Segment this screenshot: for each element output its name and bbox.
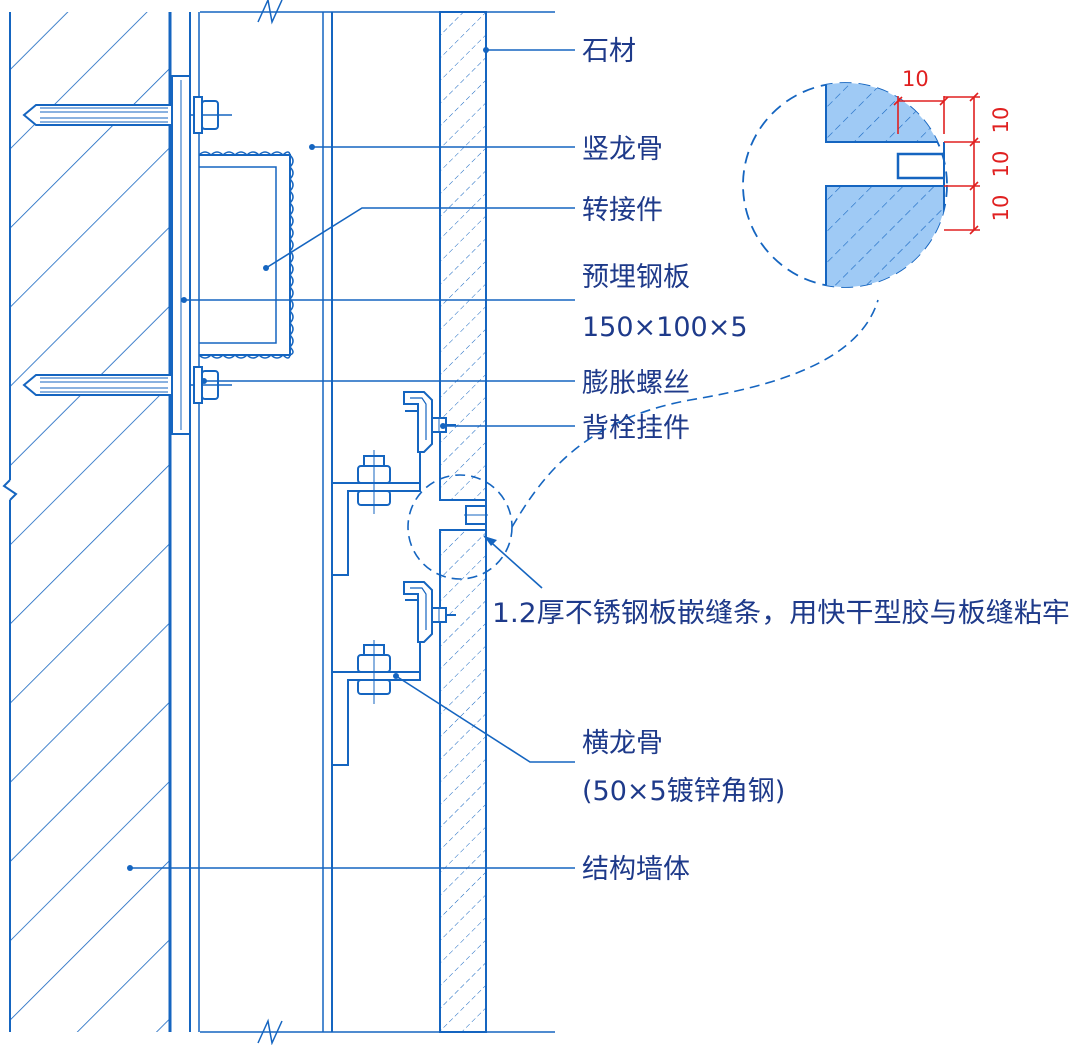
dimension-stack-1: 10 xyxy=(989,107,1013,134)
dimension-gap-width: 10 xyxy=(902,67,929,91)
horizontal-keel-upper xyxy=(331,410,421,576)
label-vertical-keel: 竖龙骨 xyxy=(582,134,663,165)
label-expansion-bolt: 膨胀螺丝 xyxy=(582,368,690,399)
joint-strip xyxy=(464,505,488,525)
leader-lines xyxy=(130,49,575,869)
label-stone: 石材 xyxy=(582,36,636,67)
label-horizontal-keel-spec: (50×5镀锌角钢) xyxy=(582,776,785,807)
back-bolt-hanger-lower xyxy=(403,581,456,643)
label-embedded-plate-size: 150×100×5 xyxy=(582,312,748,343)
structural-wall xyxy=(2,12,172,1032)
joint-strip-arrow xyxy=(484,536,497,546)
break-lines xyxy=(200,0,555,1045)
vertical-keel xyxy=(189,12,333,1032)
leader-dots xyxy=(127,47,489,871)
label-joint-strip: 1.2厚不锈钢板嵌缝条，用快干型胶与板缝粘牢 xyxy=(492,598,1070,629)
label-adapter: 转接件 xyxy=(582,195,663,226)
stone-panel xyxy=(439,11,487,1033)
label-structural-wall: 结构墙体 xyxy=(582,854,690,885)
embedded-steel-plate xyxy=(171,75,191,435)
label-back-bolt-hanger: 背栓挂件 xyxy=(582,413,690,444)
detail-callout xyxy=(407,82,948,580)
expansion-bolt-upper xyxy=(22,96,232,134)
label-embedded-plate: 预埋钢板 xyxy=(582,262,690,293)
dimension-stack-3: 10 xyxy=(989,195,1013,222)
adapter-bracket xyxy=(198,151,294,359)
dimension-stack-2: 10 xyxy=(989,151,1013,178)
detail-dimensions xyxy=(893,92,980,235)
expansion-bolt-lower xyxy=(22,366,232,404)
label-horizontal-keel: 横龙骨 xyxy=(582,728,663,759)
